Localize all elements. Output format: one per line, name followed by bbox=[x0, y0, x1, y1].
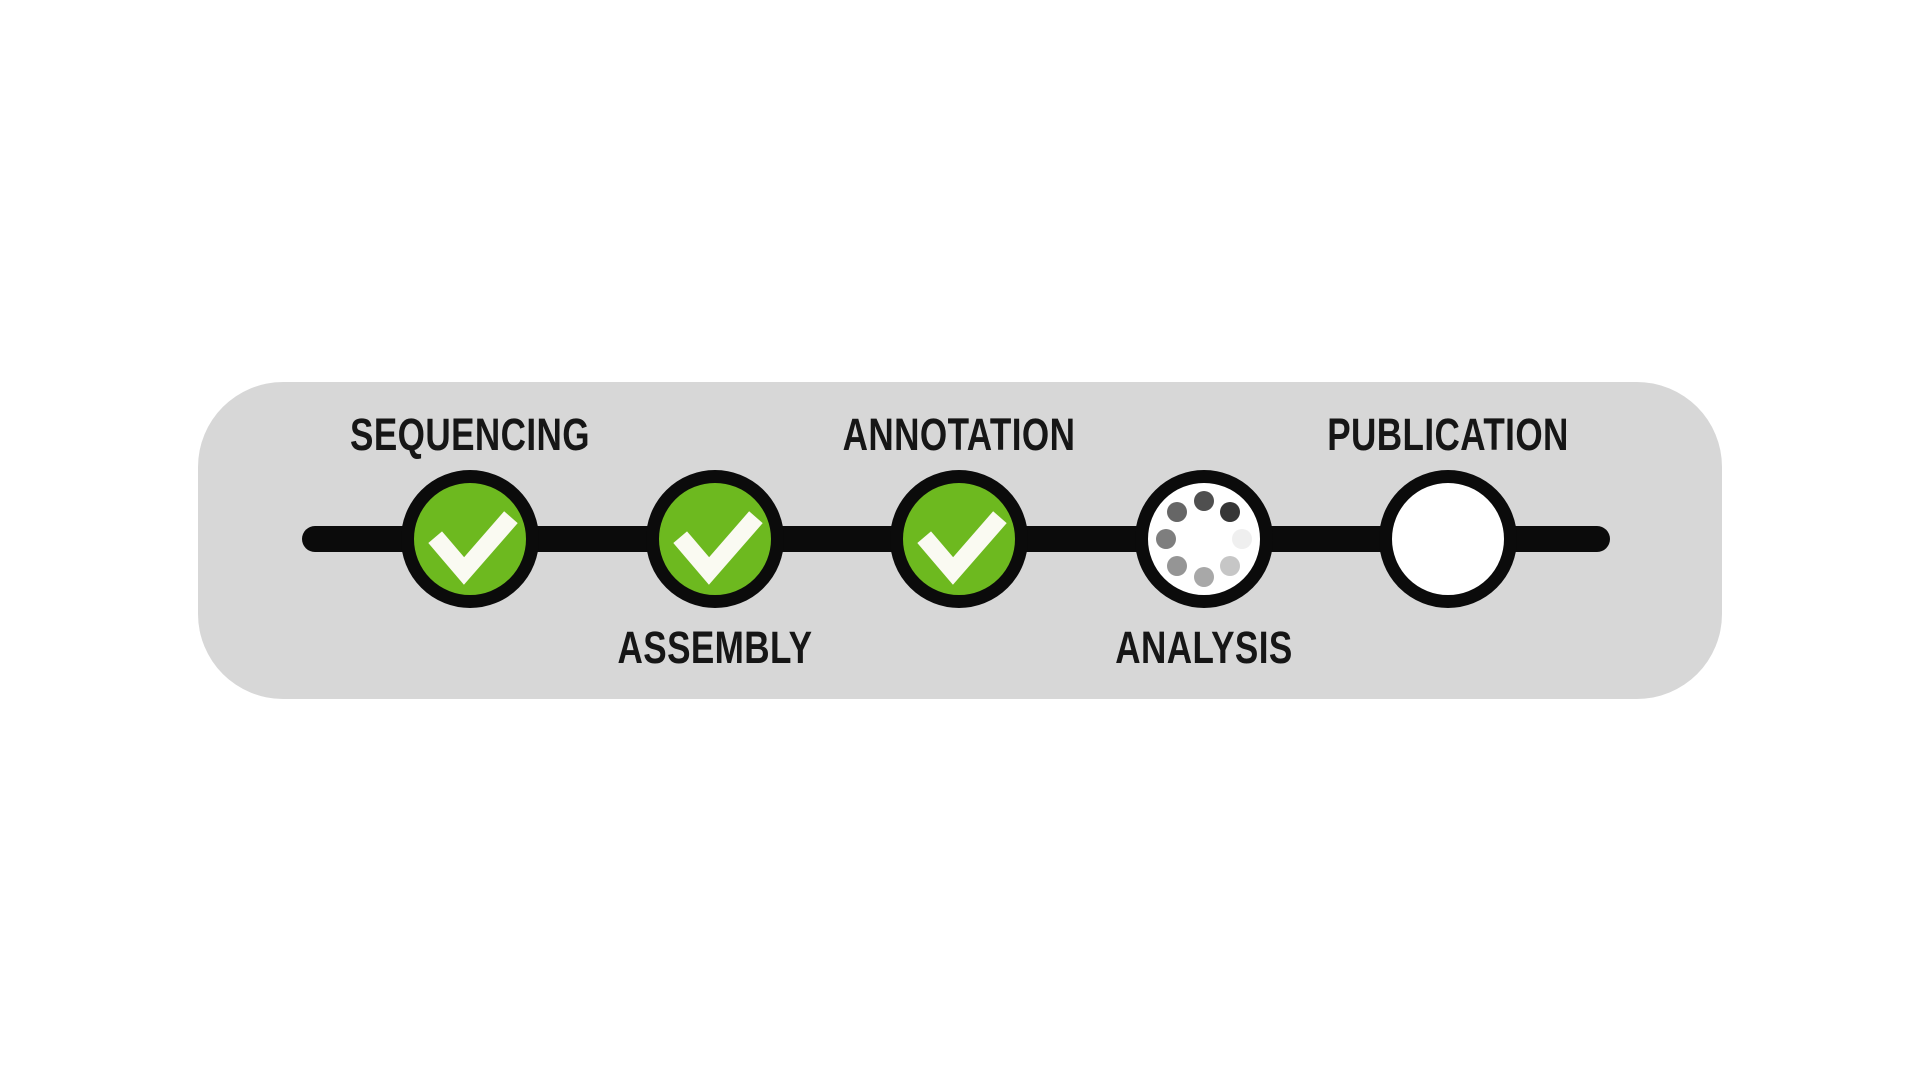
check-icon bbox=[672, 511, 763, 585]
stage-label-assembly: ASSEMBLY bbox=[617, 622, 812, 673]
stage-node-analysis bbox=[1134, 470, 1273, 608]
stage-node-sequencing bbox=[401, 470, 539, 608]
spinner-dot bbox=[1166, 502, 1187, 523]
stage-label-sequencing: SEQUENCING bbox=[350, 409, 590, 460]
spinner-dot bbox=[1220, 555, 1241, 576]
stage-node-assembly bbox=[645, 470, 784, 608]
stage-label-publication: PUBLICATION bbox=[1327, 409, 1569, 460]
spinner-dot bbox=[1193, 491, 1214, 511]
stage-label-annotation: ANNOTATION bbox=[842, 409, 1076, 460]
check-icon bbox=[428, 511, 518, 585]
stage-label-analysis: ANALYSIS bbox=[1114, 622, 1293, 673]
stage-node-publication bbox=[1379, 470, 1517, 608]
spinner-dot bbox=[1231, 529, 1252, 549]
spinner-dot bbox=[1166, 555, 1187, 576]
stage-node-annotation bbox=[890, 470, 1028, 608]
spinner-dot bbox=[1193, 567, 1214, 587]
spinner-dot bbox=[1220, 502, 1241, 523]
check-icon bbox=[917, 511, 1007, 585]
spinner-dot bbox=[1155, 529, 1176, 549]
